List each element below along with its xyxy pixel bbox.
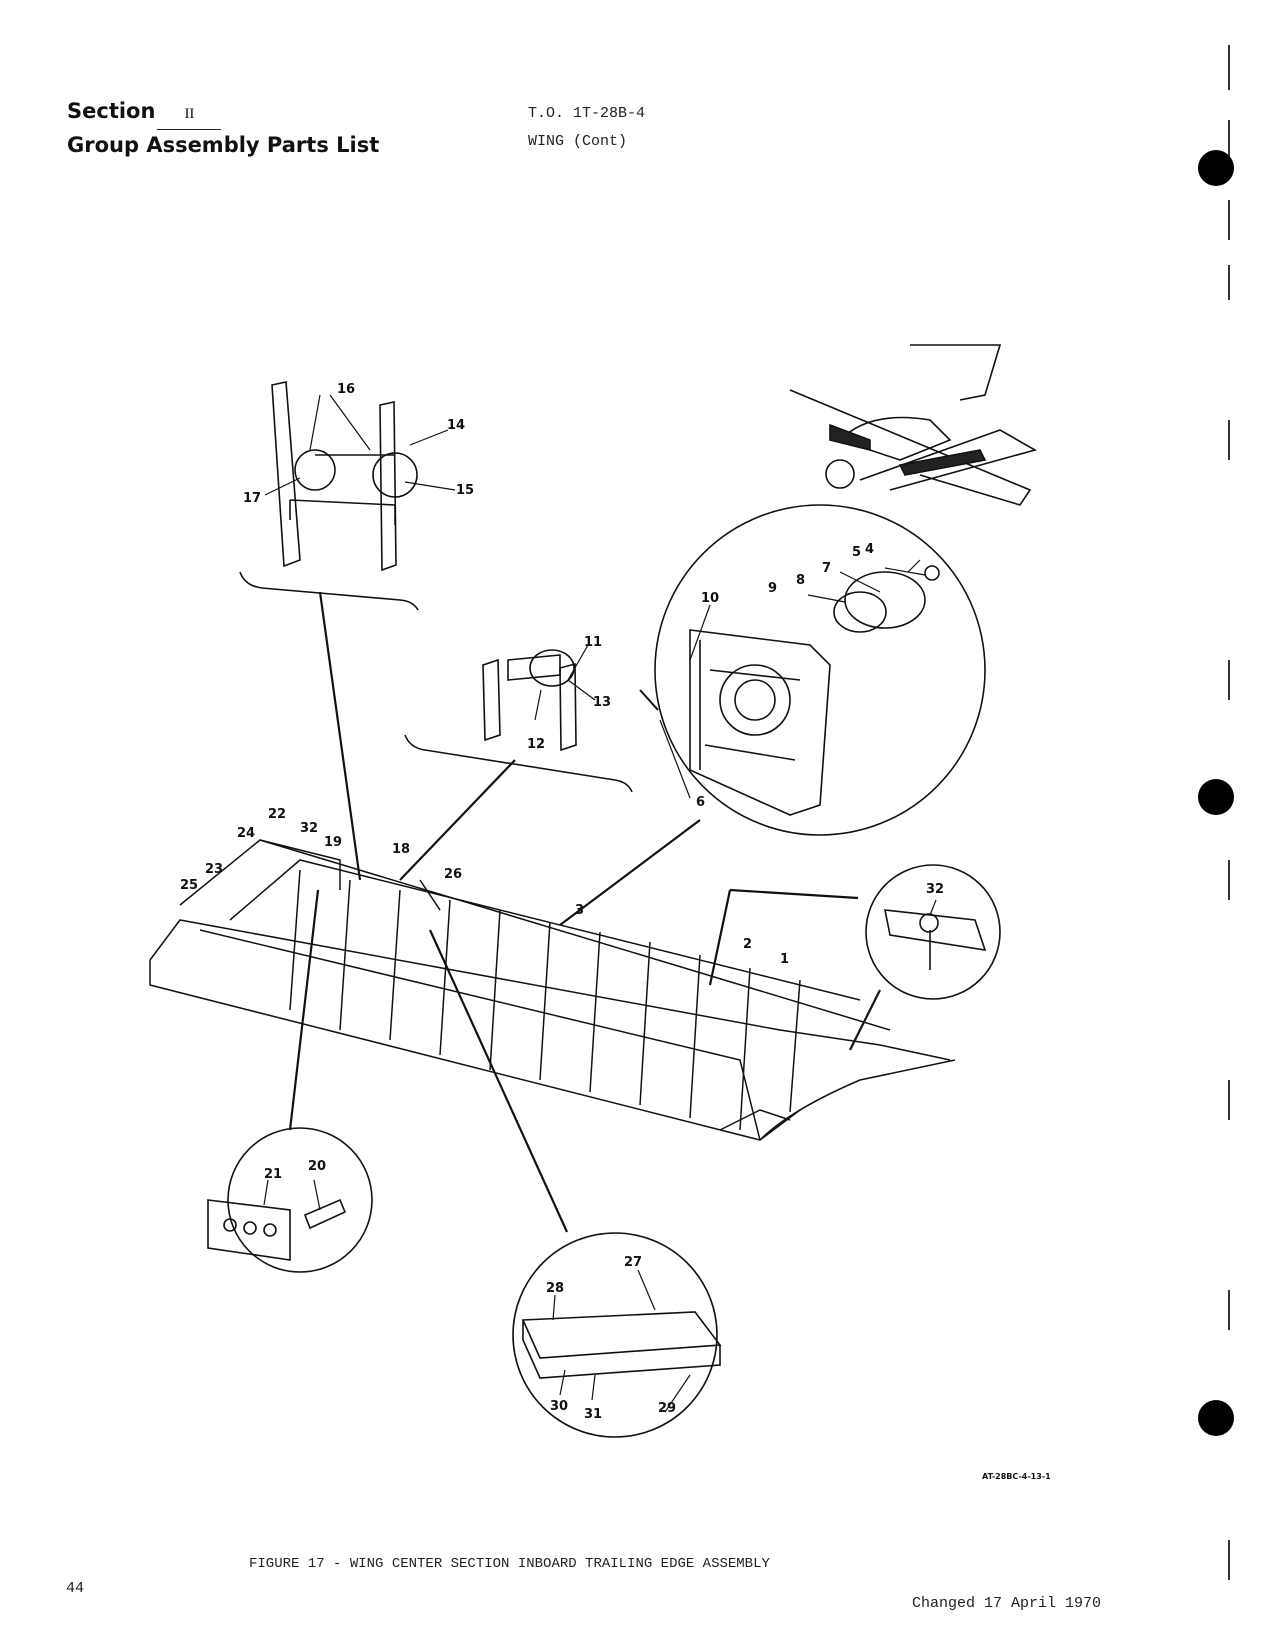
svg-text:12: 12 [527, 737, 545, 752]
svg-text:24: 24 [237, 826, 255, 841]
detail-pulley-bracket [239, 381, 456, 611]
drawing-id: AT-28BC-4-13-1 [982, 1472, 1051, 1481]
detail-plate-circle [207, 1127, 373, 1273]
airplane-locator-view [789, 344, 1038, 506]
change-date: Changed 17 April 1970 [912, 1595, 1102, 1612]
svg-text:15: 15 [456, 483, 474, 498]
svg-text:5: 5 [852, 545, 861, 560]
figure-caption: FIGURE 17 - WING CENTER SECTION INBOARD … [249, 1556, 770, 1572]
svg-text:11: 11 [584, 635, 602, 650]
svg-text:29: 29 [658, 1401, 676, 1416]
binder-margin-marks [1198, 45, 1234, 1580]
callout-numbers: 1 2 3 4 5 6 7 8 9 10 11 12 13 14 15 16 1… [180, 382, 944, 1422]
svg-text:2: 2 [743, 937, 752, 952]
svg-text:23: 23 [205, 862, 223, 877]
detail-panel-circle [512, 1232, 722, 1438]
section-number: II [157, 99, 222, 130]
svg-text:17: 17 [243, 491, 261, 506]
svg-text:3: 3 [575, 903, 584, 918]
svg-text:31: 31 [584, 1407, 602, 1422]
svg-text:16: 16 [337, 382, 355, 397]
svg-text:1: 1 [780, 952, 789, 967]
svg-text:20: 20 [308, 1159, 326, 1174]
svg-text:8: 8 [796, 573, 805, 588]
page-number: 44 [66, 1580, 85, 1597]
svg-text:22: 22 [268, 807, 286, 822]
svg-text:4: 4 [865, 542, 874, 557]
svg-text:9: 9 [768, 581, 777, 596]
document-header: T.O. 1T-28B-4 WING (Cont) [528, 100, 645, 156]
svg-text:10: 10 [701, 591, 719, 606]
svg-text:19: 19 [324, 835, 342, 850]
svg-text:14: 14 [447, 418, 465, 433]
svg-text:26: 26 [444, 867, 462, 882]
svg-text:18: 18 [392, 842, 410, 857]
detail-fitting-circle [639, 504, 986, 836]
svg-text:7: 7 [822, 561, 831, 576]
svg-text:28: 28 [546, 1281, 564, 1296]
svg-text:30: 30 [550, 1399, 568, 1414]
svg-text:21: 21 [264, 1167, 282, 1182]
svg-text:13: 13 [593, 695, 611, 710]
section-label: Section [67, 99, 156, 123]
document-topic: WING (Cont) [528, 133, 628, 150]
svg-text:32: 32 [300, 821, 318, 836]
svg-text:25: 25 [180, 878, 198, 893]
leader-lines [288, 591, 881, 1233]
svg-text:32: 32 [926, 882, 944, 897]
tech-order-number: T.O. 1T-28B-4 [528, 105, 646, 122]
wing-center-section-structure [149, 839, 956, 1141]
section-subtitle: Group Assembly Parts List [67, 133, 380, 157]
svg-text:27: 27 [624, 1255, 642, 1270]
svg-text:6: 6 [696, 795, 705, 810]
detail-clip-circle [865, 864, 1001, 1000]
detail-small-bracket [404, 644, 633, 793]
